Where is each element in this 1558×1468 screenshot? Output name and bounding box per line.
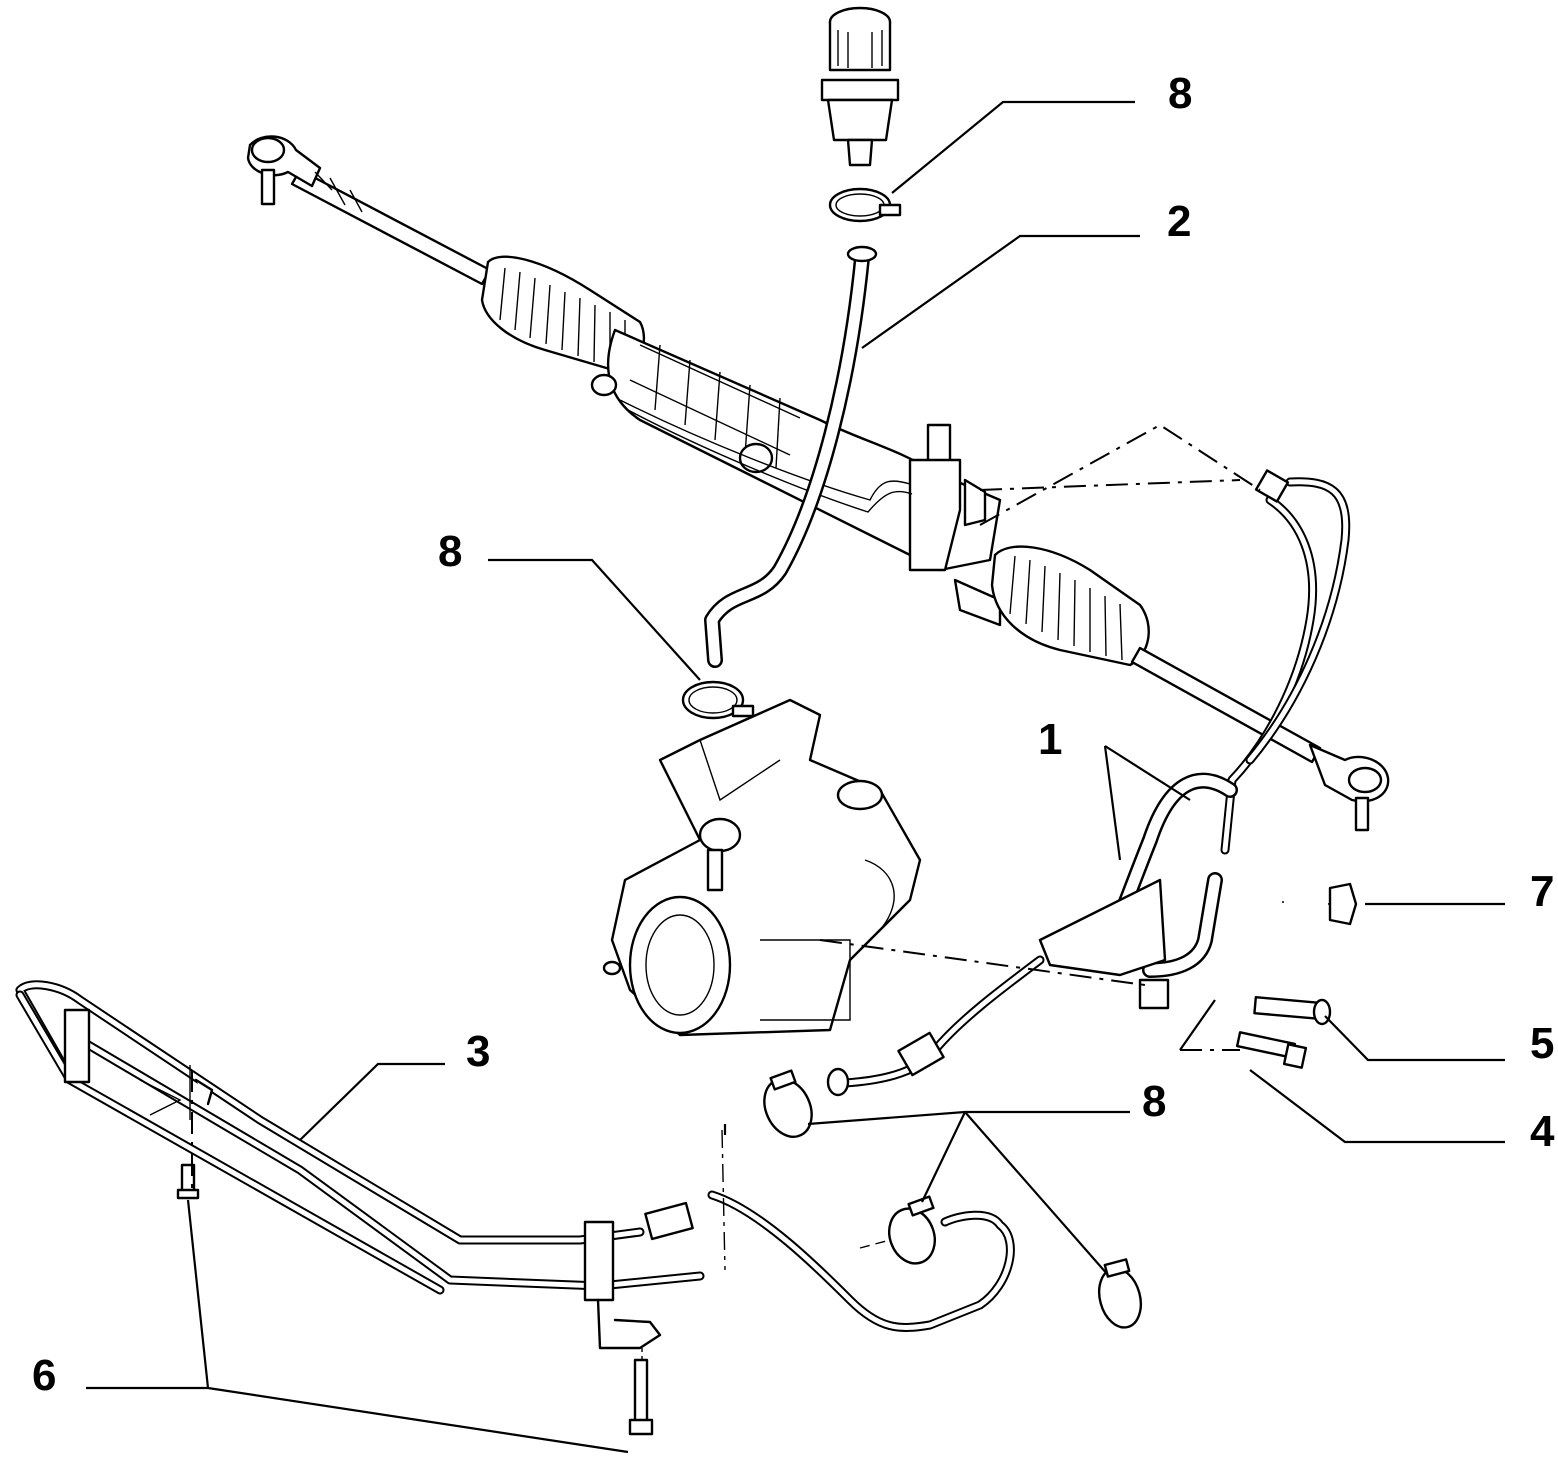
power-steering-pump [602,698,922,1037]
callout-7: 7 [1530,867,1554,916]
feed-hose [707,1129,1015,1332]
left-tie-rod-end [246,135,333,206]
callout-3: 3 [466,1027,490,1076]
callout-6: 6 [32,1351,56,1400]
hose-clamp-lower-right [1097,1258,1143,1329]
callout-2: 2 [1167,197,1191,246]
bolt-7 [1281,882,1358,926]
bolt-4 [1235,1031,1308,1069]
callout-1: 1 [1038,715,1062,764]
hose-clamp-top [828,187,902,223]
pressure-line-1 [826,469,1351,1097]
callout-8-top: 8 [1168,69,1192,118]
bolts-6 [176,1163,654,1436]
rack-housing [590,328,1002,627]
callout-4: 4 [1530,1107,1555,1156]
right-tie-rod-end [1308,743,1390,832]
callout-8-bottom: 8 [1142,1077,1166,1126]
leader-lines [86,100,1505,1454]
return-pipe-3 [15,980,705,1350]
alignment-lines [191,423,1261,1195]
hose-clamp-lower-left [763,1069,813,1138]
hose-clamp-lower-mid [859,1195,936,1265]
fluid-reservoir [820,6,900,167]
callout-8-mid: 8 [438,527,462,576]
hose-clamp-mid [681,680,755,720]
return-hose-2 [704,245,878,668]
steering-rack [246,135,1390,832]
callout-5: 5 [1530,1019,1554,1068]
right-bellows-boot [990,545,1150,667]
bolt-5 [1253,996,1332,1026]
callout-labels: 8 2 8 1 7 5 3 8 4 6 [32,69,1555,1400]
